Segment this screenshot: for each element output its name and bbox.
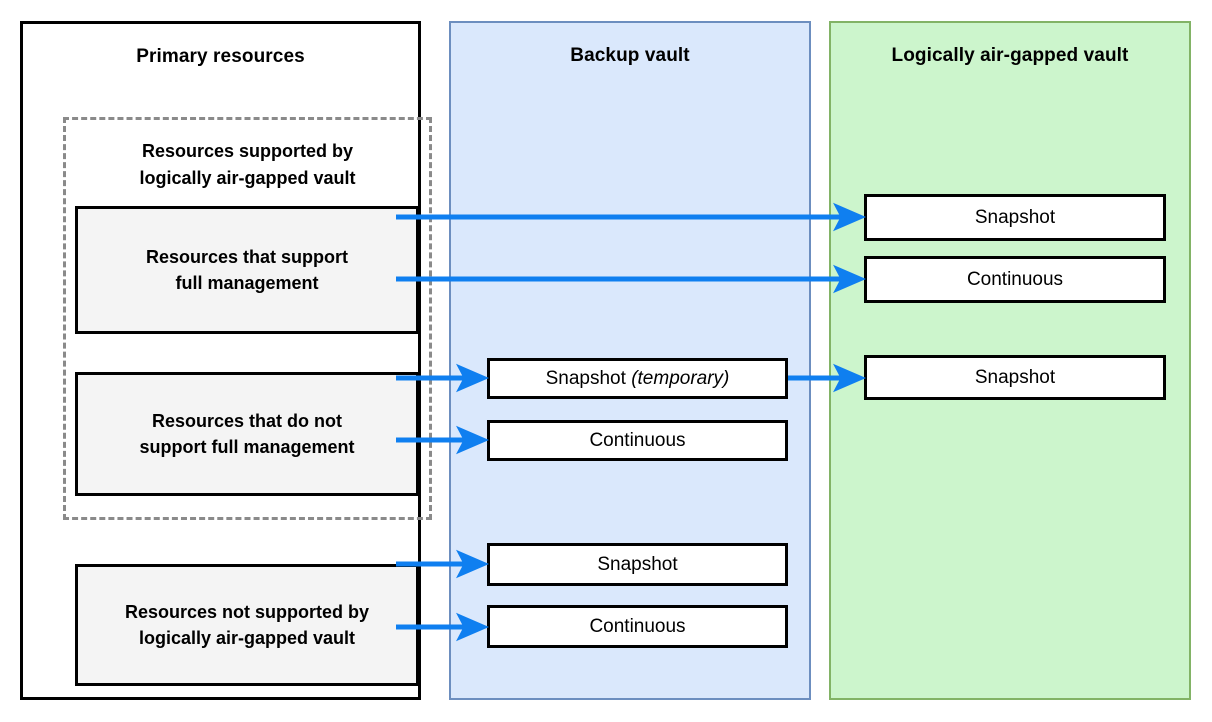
box-lagv-snapshot-2[interactable]: Snapshot (864, 355, 1166, 400)
bv-snapshot-temp-label: Snapshot (545, 367, 626, 389)
res-full-line-2: full management (175, 273, 319, 293)
res-full-line-1: Resources that support (145, 247, 349, 267)
box-lagv-continuous[interactable]: Continuous (864, 256, 1166, 303)
res-notfull-line-2: support full management (139, 437, 355, 457)
bv-snapshot-2-label: Snapshot (597, 553, 678, 575)
box-resources-not-supported-by-lagv[interactable]: Resources not supported by logically air… (75, 564, 419, 686)
panel-primary-resources-title: Primary resources (136, 46, 305, 67)
bv-snapshot-temp-qualifier: (temporary) (631, 367, 730, 389)
bv-continuous-2-label: Continuous (589, 615, 686, 637)
box-lagv-snapshot-1[interactable]: Snapshot (864, 194, 1166, 241)
res-unsupported-line-1: Resources not supported by (124, 602, 370, 622)
gv-continuous-label: Continuous (966, 268, 1064, 290)
panel-primary-resources: Primary resources Resources supported by… (20, 21, 432, 700)
panel-backup-vault-title: Backup vault (570, 45, 690, 66)
box-backup-vault-continuous-2[interactable]: Continuous (487, 605, 788, 648)
bv-continuous-1-label: Continuous (589, 429, 686, 451)
group-supported-by-lagv-label: Resources supported by logically air-gap… (66, 138, 429, 192)
group-label-line-1: Resources supported by (141, 141, 354, 161)
gv-snapshot-1-label: Snapshot (974, 206, 1056, 228)
box-resources-that-do-not-support-full-management[interactable]: Resources that do not support full manag… (75, 372, 419, 496)
res-unsupported-line-2: logically air-gapped vault (138, 628, 356, 648)
box-backup-vault-snapshot-2[interactable]: Snapshot (487, 543, 788, 586)
group-label-line-2: logically air-gapped vault (139, 168, 356, 188)
box-backup-vault-snapshot-temporary[interactable]: Snapshot (temporary) (487, 358, 788, 399)
box-backup-vault-continuous-1[interactable]: Continuous (487, 420, 788, 461)
res-notfull-line-1: Resources that do not (151, 411, 342, 431)
box-resources-that-support-full-management[interactable]: Resources that support full management (75, 206, 419, 334)
group-supported-by-lagv: Resources supported by logically air-gap… (63, 117, 432, 520)
gv-snapshot-2-label: Snapshot (974, 366, 1056, 388)
panel-lagv-title: Logically air-gapped vault (891, 45, 1129, 66)
